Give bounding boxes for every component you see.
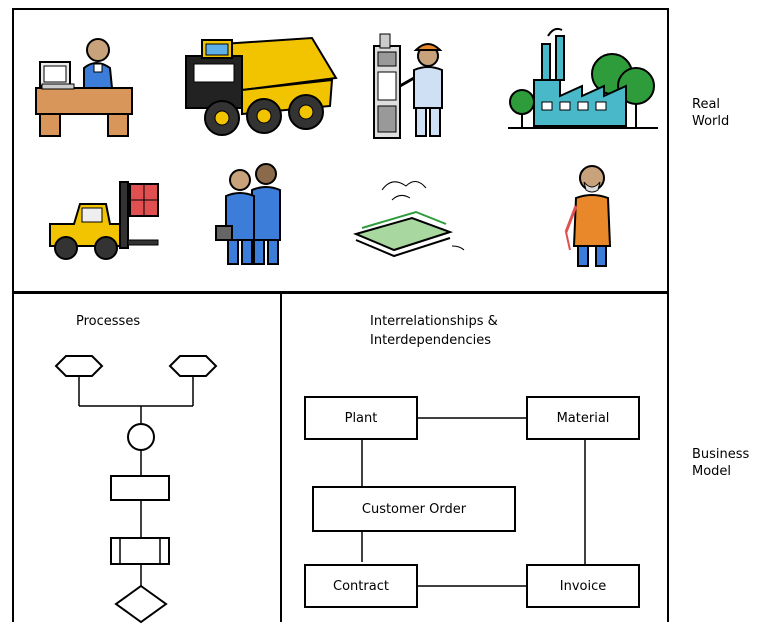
office-worker-clipart bbox=[35, 38, 133, 137]
process-flow-diagram bbox=[54, 355, 218, 624]
process-step-box bbox=[110, 475, 170, 501]
entity-material: Material bbox=[526, 396, 640, 440]
welder-clipart bbox=[564, 165, 612, 267]
processes-panel: Processes bbox=[12, 292, 282, 624]
interrelationships-panel: Interrelationships & Interdependencies P… bbox=[280, 292, 669, 622]
process-hexagon-right bbox=[168, 355, 218, 377]
entity-connectors bbox=[361, 417, 586, 587]
entity-customer-order: Customer Order bbox=[312, 486, 516, 532]
dump-truck-clipart bbox=[185, 36, 338, 136]
entity-invoice: Invoice bbox=[526, 564, 640, 608]
real-world-panel bbox=[12, 8, 669, 293]
business-model-label: Business Model bbox=[692, 447, 750, 479]
interrelationships-label: Interrelationships & Interdependencies bbox=[370, 314, 498, 348]
process-decision-diamond bbox=[114, 584, 168, 624]
process-hexagon-left bbox=[54, 355, 104, 377]
money-clipart bbox=[352, 181, 465, 258]
factory-clipart bbox=[508, 27, 658, 129]
process-event-circle bbox=[127, 423, 155, 451]
entity-plant: Plant bbox=[304, 396, 418, 440]
processes-label: Processes bbox=[76, 314, 141, 329]
real-world-label: Real World bbox=[692, 97, 730, 129]
business-people-clipart bbox=[215, 163, 281, 265]
forklift-clipart bbox=[49, 181, 159, 260]
plant-worker-clipart bbox=[373, 33, 443, 139]
entity-contract: Contract bbox=[304, 564, 418, 608]
